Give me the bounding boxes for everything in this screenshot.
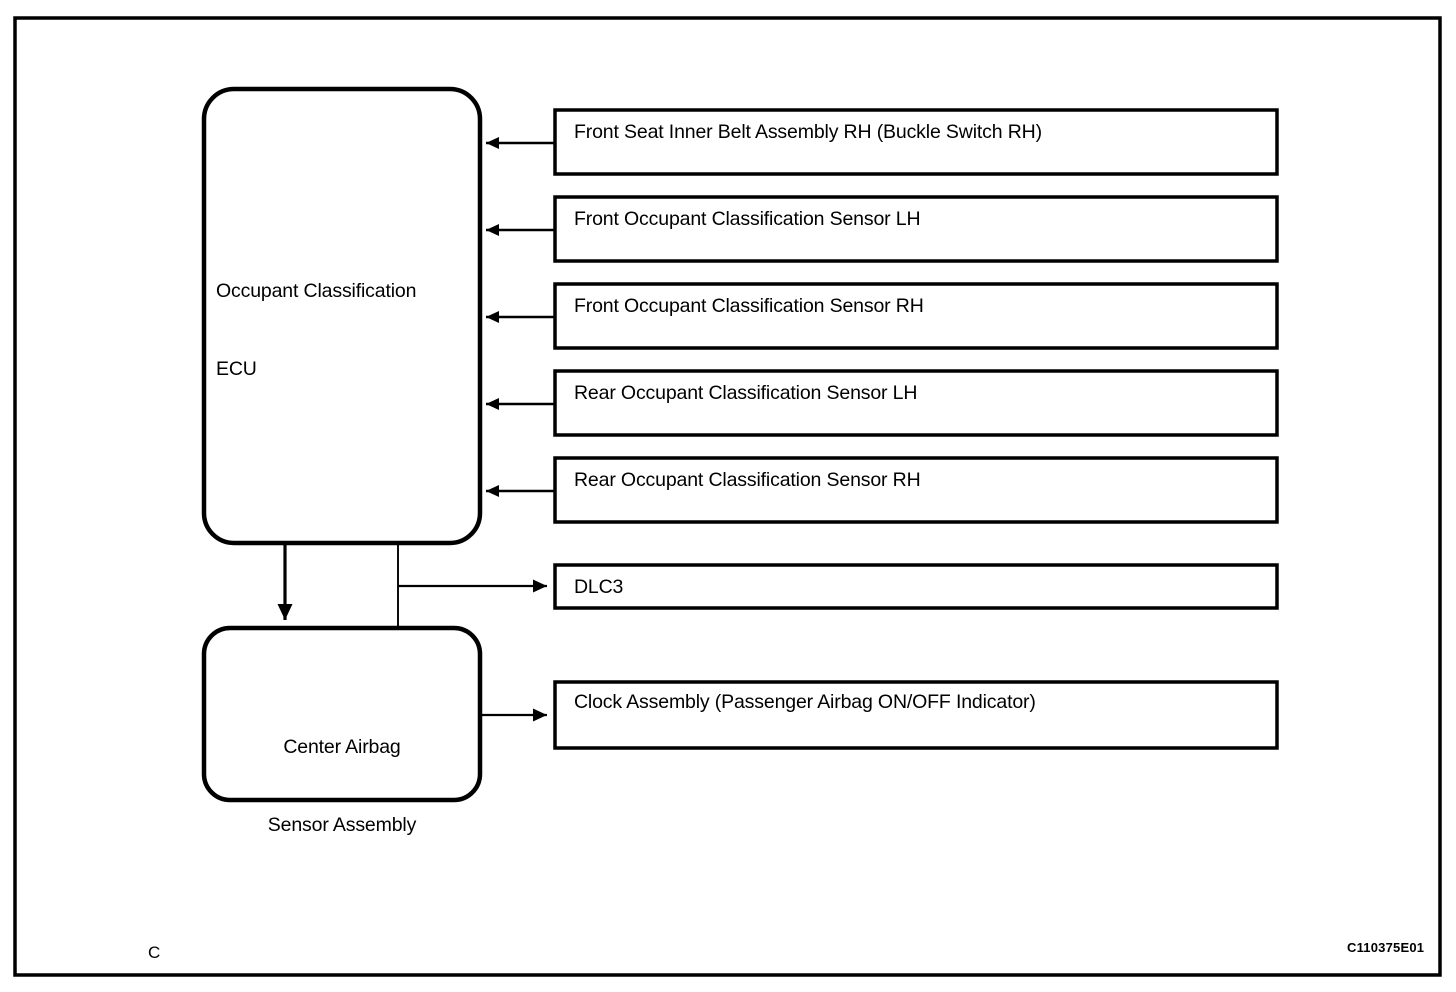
document-code: C110375E01	[1347, 940, 1425, 955]
ecu-label-line-1: Occupant Classification	[216, 280, 417, 302]
ecu-label-line-2: ECU	[216, 358, 257, 380]
page-corner-mark: C	[148, 943, 161, 962]
box-label-rear-occupant-classification-sensor-rh: Rear Occupant Classification Sensor RH	[574, 469, 921, 491]
box-label-dlc3: DLC3	[574, 576, 624, 598]
center-airbag-label-line-1: Center Airbag	[283, 736, 401, 758]
box-rear-occupant-classification-sensor-rh[interactable]	[553, 456, 1279, 524]
box-dlc3[interactable]	[553, 563, 1279, 610]
page-border	[13, 16, 1442, 977]
center-airbag-label-line-2: Sensor Assembly	[267, 814, 417, 836]
box-front-occupant-classification-sensor-rh[interactable]	[553, 282, 1279, 350]
box-label-front-occupant-classification-sensor-lh: Front Occupant Classification Sensor LH	[574, 208, 921, 230]
node-occupant-classification-ecu[interactable]	[201, 86, 483, 546]
box-label-front-occupant-classification-sensor-rh: Front Occupant Classification Sensor RH	[574, 295, 924, 317]
box-front-seat-inner-belt-assembly-rh[interactable]	[553, 108, 1279, 176]
box-clock-assembly[interactable]	[553, 680, 1279, 750]
box-front-occupant-classification-sensor-lh[interactable]	[553, 195, 1279, 263]
box-label-clock-assembly: Clock Assembly (Passenger Airbag ON/OFF …	[574, 691, 1036, 713]
box-label-rear-occupant-classification-sensor-lh: Rear Occupant Classification Sensor LH	[574, 382, 918, 404]
node-label-center-airbag-sensor-assembly: Center Airbag Sensor Assembly	[204, 682, 480, 890]
box-rear-occupant-classification-sensor-lh[interactable]	[553, 369, 1279, 437]
node-label-occupant-classification-ecu: Occupant Classification ECU	[216, 226, 416, 434]
box-label-front-seat-inner-belt-assembly-rh: Front Seat Inner Belt Assembly RH (Buckl…	[574, 121, 1042, 143]
